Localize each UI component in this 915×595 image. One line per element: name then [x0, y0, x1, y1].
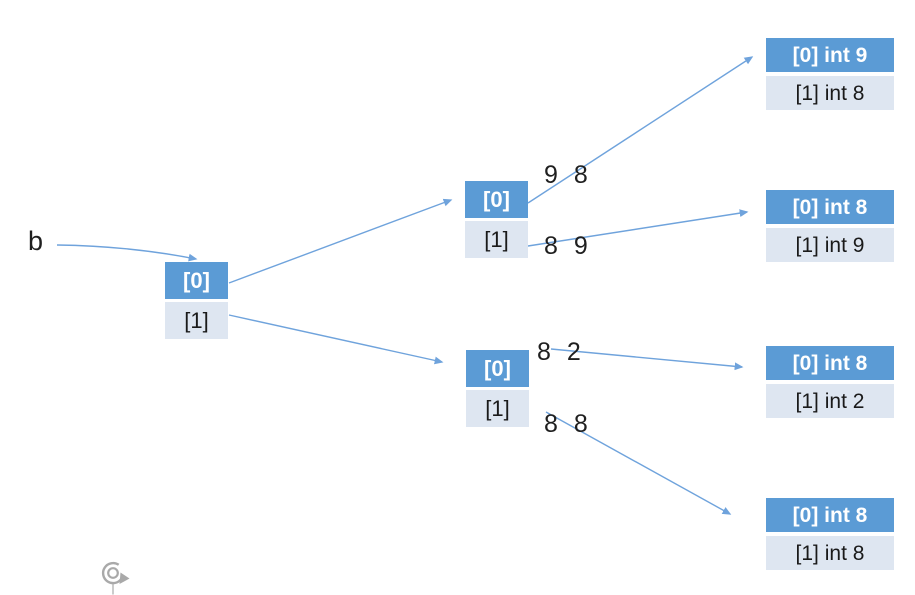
- arrow-root-0-to-mid-0: [228, 198, 453, 284]
- array-node-leaf-1: [0] int 8 [1] int 9: [766, 190, 894, 266]
- rotate-replay-icon: [101, 561, 130, 595]
- array-node-mid-0: [0] [1]: [465, 181, 528, 261]
- array-cell-0-header: [0]: [466, 350, 529, 387]
- value-pair-label: 8 8: [544, 410, 588, 438]
- array-cell-0-header: [0] int 8: [766, 346, 894, 380]
- array-cell-1: [1] int 9: [766, 228, 894, 262]
- array-cell-1: [1]: [165, 302, 228, 339]
- array-cell-0-header: [0] int 9: [766, 38, 894, 72]
- array-node-leaf-2: [0] int 8 [1] int 2: [766, 346, 894, 422]
- array-node-root: [0] [1]: [165, 262, 228, 342]
- variable-label-b: b: [28, 226, 44, 256]
- array-cell-1: [1] int 8: [766, 76, 894, 110]
- array-cell-0-header: [0] int 8: [766, 498, 894, 532]
- array-cell-0-header: [0] int 8: [766, 190, 894, 224]
- value-pair-label: 8 9: [544, 232, 588, 260]
- array-cell-1: [1] int 8: [766, 536, 894, 570]
- array-cell-1: [1]: [466, 390, 529, 427]
- array-node-leaf-0: [0] int 9 [1] int 8: [766, 38, 894, 114]
- array-node-leaf-3: [0] int 8 [1] int 8: [766, 498, 894, 574]
- value-pair-label: 9 8: [544, 161, 588, 189]
- arrow-root-1-to-mid-1: [228, 314, 444, 365]
- arrow-b-to-root: [56, 244, 198, 262]
- array-node-mid-1: [0] [1]: [466, 350, 529, 430]
- value-pair-label: 8 2: [537, 338, 581, 366]
- array-cell-1: [1] int 2: [766, 384, 894, 418]
- array-cell-0-header: [0]: [465, 181, 528, 218]
- array-cell-1: [1]: [465, 221, 528, 258]
- array-cell-0-header: [0]: [165, 262, 228, 299]
